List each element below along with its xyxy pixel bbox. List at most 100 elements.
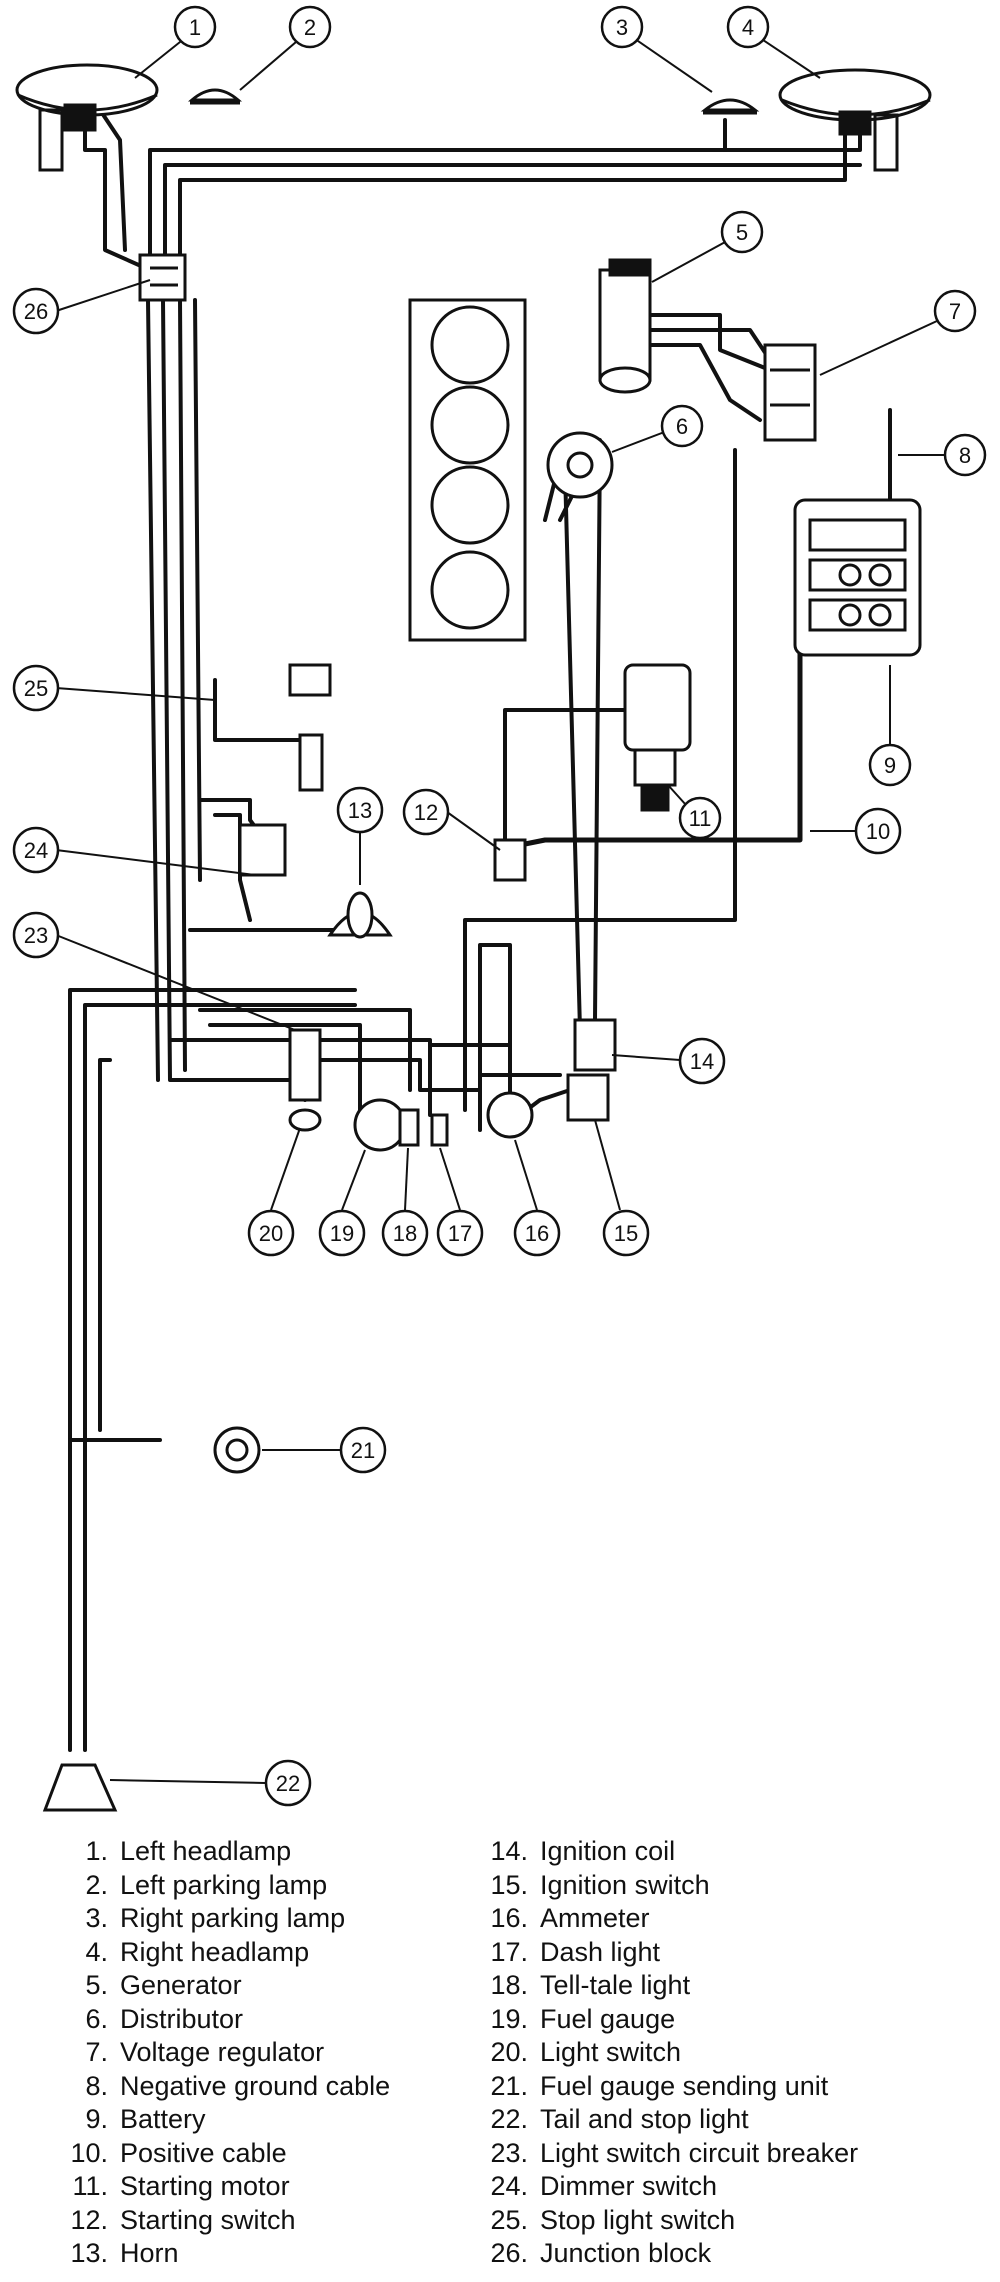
legend-number: 3. xyxy=(85,1903,108,1933)
svg-text:22: 22 xyxy=(276,1771,300,1796)
ammeter-wire xyxy=(463,448,737,1112)
rear-harness-wire xyxy=(83,1003,357,1432)
legend-label: Starting motor xyxy=(120,2171,290,2201)
callout-19: 19 xyxy=(318,1209,366,1257)
callout-1: 1 xyxy=(173,5,217,49)
generator-wire xyxy=(638,328,772,362)
legend-item: 16.Ammeter xyxy=(490,1902,858,1936)
legend-number: 26. xyxy=(490,2238,528,2268)
junction-block xyxy=(138,253,187,302)
svg-text:14: 14 xyxy=(690,1049,714,1074)
callout-7: 7 xyxy=(933,289,977,333)
legend-item: 19.Fuel gauge xyxy=(490,2003,858,2037)
legend-item: 14.Ignition coil xyxy=(490,1835,858,1869)
generator-wire xyxy=(638,313,772,372)
horn xyxy=(327,891,393,939)
legend-item: 26. Junction block xyxy=(490,2237,858,2271)
legend-label: Distributor xyxy=(120,2003,244,2034)
left-parking-wire xyxy=(98,108,127,252)
legend-number: 2. xyxy=(85,1869,108,1900)
legend-item: 24.Dimmer switch xyxy=(490,2170,858,2204)
tail-and-stop-light xyxy=(42,1763,118,1812)
legend-label: Voltage regulator xyxy=(120,2037,325,2067)
legend-label: Tail and stop light xyxy=(540,2104,749,2134)
left-headlamp xyxy=(15,63,159,172)
svg-text:25: 25 xyxy=(24,676,48,701)
generator-wire xyxy=(638,343,762,422)
ignition-coil xyxy=(573,1018,617,1072)
callout-22: 22 xyxy=(264,1759,312,1807)
legend-label: Dimmer switch xyxy=(540,2171,718,2201)
svg-text:18: 18 xyxy=(393,1221,417,1246)
distributor-wire xyxy=(543,468,582,1032)
voltage-regulator xyxy=(763,343,817,442)
legend-label: Battery xyxy=(120,2104,206,2134)
component-legend: 1.Left headlamp 2.Left parking lamp 3.Ri… xyxy=(0,1835,1000,2275)
svg-text:6: 6 xyxy=(676,414,688,439)
callout-15: 15 xyxy=(602,1209,650,1257)
legend-label: Negative ground cable xyxy=(120,2070,391,2101)
callout-20: 20 xyxy=(247,1209,295,1257)
legend-number: 7. xyxy=(85,2037,108,2067)
svg-text:3: 3 xyxy=(616,15,628,40)
legend-label: Fuel gauge sending unit xyxy=(540,2070,829,2101)
callout-25: 25 xyxy=(12,664,60,712)
ammeter-wire xyxy=(478,943,512,1112)
callout-8: 8 xyxy=(943,433,987,477)
legend-label: Junction block xyxy=(540,2238,712,2268)
engine-block-plate xyxy=(408,298,527,642)
legend-column-left: 1.Left headlamp 2.Left parking lamp 3.Ri… xyxy=(70,1835,390,2271)
legend-number: 21. xyxy=(490,2070,528,2101)
callout-10: 10 xyxy=(854,807,902,855)
battery xyxy=(793,498,922,657)
right-parking-lamp xyxy=(700,98,760,115)
svg-text:23: 23 xyxy=(24,923,48,948)
legend-label: Ignition coil xyxy=(540,1836,676,1866)
callout-4: 4 xyxy=(726,5,770,49)
svg-text:26: 26 xyxy=(24,299,48,324)
callout-labels: 1 2 3 4 5 6 7 8 9 10 11 12 13 14 15 16 1… xyxy=(12,5,987,1807)
legend-label: Ammeter xyxy=(540,1903,650,1933)
left-parking-lamp xyxy=(187,88,243,105)
legend-number: 20. xyxy=(490,2037,528,2067)
generator xyxy=(598,258,652,394)
svg-text:9: 9 xyxy=(884,753,896,778)
svg-text:24: 24 xyxy=(24,838,48,863)
legend-item: 7. Voltage regulator xyxy=(70,2036,390,2070)
legend-label: Stop light switch xyxy=(540,2204,736,2235)
wiring-diagram: 1 2 3 4 5 6 7 8 9 10 11 12 13 14 15 16 1… xyxy=(12,5,987,1812)
legend-number: 18. xyxy=(490,1970,528,2000)
legend-label: Tell-tale light xyxy=(540,1970,691,2000)
dash-wire xyxy=(208,1023,362,1122)
front-harness-wire xyxy=(148,113,862,257)
svg-text:5: 5 xyxy=(736,220,748,245)
legend-number: 13. xyxy=(70,2238,108,2268)
legend-label: Generator xyxy=(120,1970,242,2000)
legend-item: 8.Negative ground cable xyxy=(70,2070,390,2104)
legend-item: 4.Right headlamp xyxy=(70,1936,390,1970)
callout-3: 3 xyxy=(600,5,644,49)
callout-16: 16 xyxy=(513,1209,561,1257)
legend-item: 13.Horn xyxy=(70,2237,390,2271)
legend-label: Right headlamp xyxy=(120,1936,310,1967)
legend-item: 3.Right parking lamp xyxy=(70,1902,390,1936)
svg-text:10: 10 xyxy=(866,819,890,844)
dash-wire xyxy=(198,1008,412,1092)
ignition-switch xyxy=(566,1073,610,1122)
main-trunk-wire xyxy=(146,298,160,1082)
legend-label: Ignition switch xyxy=(540,1869,710,1900)
callout-21: 21 xyxy=(339,1426,387,1474)
legend-column-right: 14.Ignition coil 15.Ignition switch 16.A… xyxy=(490,1835,858,2271)
left-headlamp-wire xyxy=(83,108,152,272)
legend-item: 17.Dash light xyxy=(490,1936,858,1970)
svg-text:2: 2 xyxy=(304,15,316,40)
legend-number: 6. xyxy=(85,2003,108,2034)
callout-11: 11 xyxy=(678,796,722,840)
legend-number: 19. xyxy=(490,2003,528,2034)
legend-item: 21. Fuel gauge sending unit xyxy=(490,2070,858,2104)
legend-label: Positive cable xyxy=(120,2137,287,2168)
legend-item: 10.Positive cable xyxy=(70,2137,390,2171)
svg-text:16: 16 xyxy=(525,1221,549,1246)
legend-number: 12. xyxy=(70,2204,108,2235)
svg-text:7: 7 xyxy=(949,299,961,324)
